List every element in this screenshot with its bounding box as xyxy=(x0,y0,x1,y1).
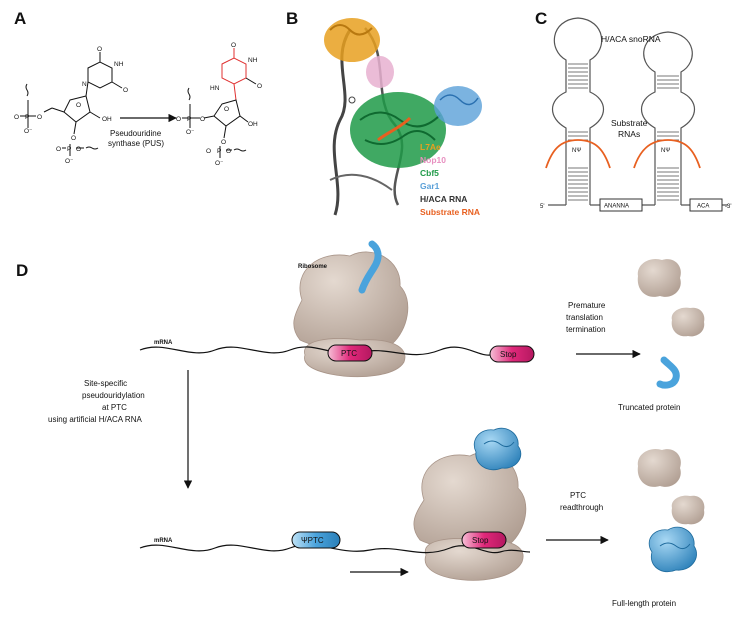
stop-codon-top xyxy=(489,345,535,363)
svg-text:O: O xyxy=(76,146,81,153)
svg-text:O: O xyxy=(97,46,102,53)
svg-text:P: P xyxy=(217,148,221,155)
svg-text:O: O xyxy=(221,139,226,146)
svg-text:O⁻: O⁻ xyxy=(65,158,74,165)
enzyme-label-2: synthase (PUS) xyxy=(108,139,164,148)
legend-haca-rna: H/ACA RNA xyxy=(420,194,467,204)
legend-substrate-rna: Substrate RNA xyxy=(420,207,480,217)
panel-label-b: B xyxy=(286,9,298,28)
svg-text:NH: NH xyxy=(114,61,124,68)
ribosome-label: Ribosome xyxy=(298,264,328,270)
mrna-label-top: mRNA xyxy=(154,340,173,346)
premature-label-2: translation xyxy=(566,313,603,322)
svg-text:P: P xyxy=(67,146,71,153)
substrate-label-2: RNAs xyxy=(618,129,640,139)
ribosome-subunits-released-top xyxy=(637,258,705,337)
uridine-atoms: O NH O N O OH O P O O⁻ O O P O O⁻ xyxy=(14,46,128,165)
full-length-protein-label: Full-length protein xyxy=(612,599,676,608)
svg-text:P: P xyxy=(25,114,29,121)
snorna-basepairs xyxy=(568,63,679,201)
legend-l7ae: L7Ae xyxy=(420,142,441,152)
legend-nop10: Nop10 xyxy=(420,155,446,165)
premature-label-3: termination xyxy=(566,325,606,334)
ribosome-subunits-released-bottom xyxy=(637,448,705,525)
svg-text:O: O xyxy=(224,106,229,113)
substrate-rna-strands xyxy=(545,139,701,169)
site-specific-label-2: pseudouridylation xyxy=(82,391,145,400)
truncated-protein-shape xyxy=(656,356,680,389)
full-length-protein-shape xyxy=(648,526,697,573)
svg-text:O⁻: O⁻ xyxy=(186,129,195,136)
svg-text:O: O xyxy=(200,116,205,123)
ptc-codon xyxy=(327,344,373,362)
stop-codon-bottom xyxy=(461,531,507,549)
svg-text:O: O xyxy=(37,114,42,121)
svg-text:HN: HN xyxy=(210,85,220,92)
svg-text:O: O xyxy=(123,87,128,94)
svg-text:O: O xyxy=(71,135,76,142)
folding-protein-bottom xyxy=(473,427,522,471)
site-specific-label-1: Site-specific xyxy=(84,379,127,388)
svg-text:OH: OH xyxy=(248,121,258,128)
stop-label-top: Stop xyxy=(500,350,517,359)
enzyme-label-1: Pseudouridine xyxy=(110,129,162,138)
svg-text:P: P xyxy=(187,116,191,123)
svg-text:NH: NH xyxy=(248,57,258,64)
svg-text:O⁻: O⁻ xyxy=(24,128,33,135)
uridine-structure xyxy=(20,52,123,156)
readthrough-label-2: readthrough xyxy=(560,503,603,512)
svg-text:O: O xyxy=(56,146,61,153)
nascent-peptide-top xyxy=(358,240,382,294)
snorna-secondary-structure xyxy=(548,17,728,206)
legend-cbf5: Cbf5 xyxy=(420,168,439,178)
hinge-box-label: ANANNA xyxy=(604,204,629,210)
panel-label-a: A xyxy=(14,9,26,28)
structure-legend: L7Ae Nop10 Cbf5 Gar1 H/ACA RNA Substrate… xyxy=(420,142,480,217)
premature-label-1: Premature xyxy=(568,301,606,310)
ribosome-bottom xyxy=(413,451,527,581)
five-prime-label: 5' xyxy=(540,204,544,210)
svg-text:O: O xyxy=(14,114,19,121)
aca-box-label: ACA xyxy=(697,204,709,210)
mrna-label-bottom: mRNA xyxy=(154,538,173,544)
svg-text:O: O xyxy=(176,116,181,123)
three-prime-label: -3' xyxy=(725,204,731,210)
svg-text:O: O xyxy=(231,42,236,49)
hinge-box xyxy=(599,198,643,212)
site-specific-label-4: using artificial H/ACA RNA xyxy=(48,415,142,424)
svg-text:OH: OH xyxy=(102,116,112,123)
psi-label-left: NΨ xyxy=(572,148,581,154)
legend-gar1: Gar1 xyxy=(420,181,440,191)
psi-ptc-codon xyxy=(291,531,341,549)
pseudouridine-structure xyxy=(182,48,257,158)
substrate-label-1: Substrate xyxy=(611,118,648,128)
psi-ptc-label: ΨPTC xyxy=(301,536,324,545)
stop-label-bottom: Stop xyxy=(472,536,489,545)
site-specific-label-3: at PTC xyxy=(102,403,127,412)
panel-label-c: C xyxy=(535,9,547,28)
svg-text:O: O xyxy=(226,148,231,155)
psi-label-right: NΨ xyxy=(661,148,670,154)
pseudouridine-atoms: O NH O HN O OH O P O O⁻ O O P O O⁻ xyxy=(176,42,262,167)
svg-text:O⁻: O⁻ xyxy=(215,160,224,167)
hacaRNP-crystal-structure xyxy=(324,18,482,216)
panel-label-d: D xyxy=(16,261,28,280)
snorna-title: H/ACA snoRNA xyxy=(601,34,661,44)
ptc-label: PTC xyxy=(341,349,357,358)
truncated-protein-label: Truncated protein xyxy=(618,403,680,412)
svg-text:N: N xyxy=(82,81,87,88)
mrna-bottom xyxy=(139,544,531,554)
svg-text:O: O xyxy=(76,102,81,109)
aca-box xyxy=(689,198,723,212)
svg-text:O: O xyxy=(206,148,211,155)
svg-text:O: O xyxy=(257,83,262,90)
readthrough-label-1: PTC xyxy=(570,491,586,500)
